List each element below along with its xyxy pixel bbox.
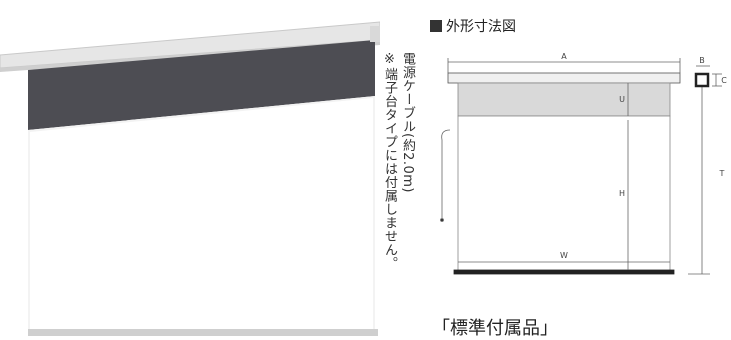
label-U: U [619,95,625,104]
label-W: W [560,251,568,260]
square-bullet-icon [430,20,442,32]
label-H: H [619,189,625,198]
accessories-heading: 「標準付属品」 [432,318,558,339]
dimension-diagram: A U H W T B C [440,52,727,275]
terminal-note: ※端子台タイプには付属しません。 [382,52,397,270]
screen-photo [0,21,380,336]
label-T: T [719,169,725,178]
label-B: B [699,56,705,65]
diagram-title-row: 外形寸法図 [430,16,516,36]
label-A: A [561,52,567,61]
diagram-title: 外形寸法図 [446,19,516,35]
cable-note: 電源ケーブル(約2.0m) [400,52,415,193]
label-C: C [721,76,727,85]
